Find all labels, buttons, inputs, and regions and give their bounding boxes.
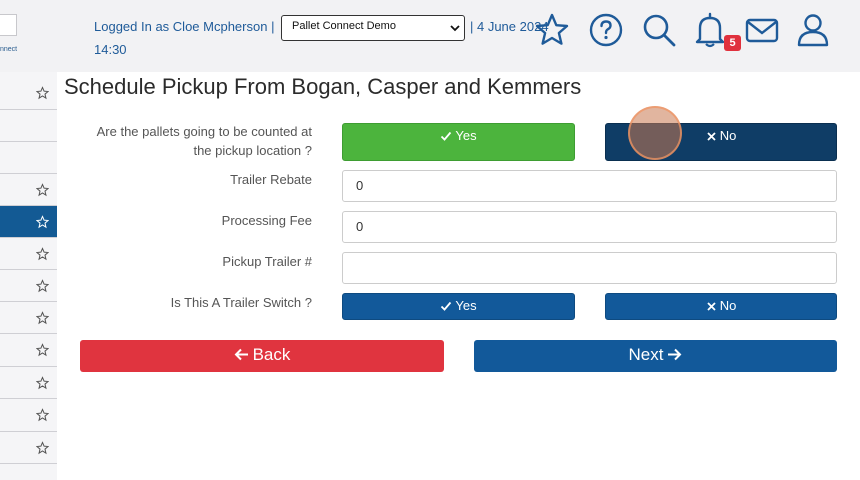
company-selected-value: Pallet Connect Demo bbox=[292, 20, 396, 32]
logged-in-text: Logged In as Cloe Mcpherson | bbox=[94, 19, 274, 34]
page-title: Schedule Pickup From Bogan, Casper and K… bbox=[64, 74, 582, 99]
header-separator: | bbox=[271, 19, 275, 34]
search-button[interactable] bbox=[641, 12, 677, 48]
company-select[interactable]: Pallet Connect Demo bbox=[281, 15, 465, 41]
top-header: nnect Logged In as Cloe Mcpherson | 14:3… bbox=[0, 0, 860, 72]
counted-label-line2: the pickup location ? bbox=[193, 143, 312, 158]
trailer-switch-yes-label: Yes bbox=[455, 298, 477, 313]
trailer-rebate-input[interactable]: 0 bbox=[342, 170, 837, 202]
logged-in-user: Logged In as Cloe Mcpherson bbox=[94, 19, 268, 34]
check-icon bbox=[441, 131, 452, 141]
bell-icon bbox=[695, 12, 725, 48]
star-icon[interactable] bbox=[36, 247, 49, 260]
arrow-left-icon bbox=[234, 348, 248, 361]
sidebar-item[interactable] bbox=[0, 142, 57, 174]
notifications-button[interactable] bbox=[692, 12, 728, 48]
sidebar-item[interactable] bbox=[0, 399, 57, 432]
logo-fragment[interactable] bbox=[0, 14, 17, 36]
star-icon[interactable] bbox=[36, 86, 49, 99]
mail-icon bbox=[745, 18, 779, 43]
sidebar-item[interactable] bbox=[0, 367, 57, 399]
check-icon bbox=[441, 301, 452, 311]
star-icon[interactable] bbox=[36, 311, 49, 324]
messages-button[interactable] bbox=[744, 12, 780, 48]
trailer-switch-no-label: No bbox=[719, 298, 737, 313]
sidebar-item[interactable] bbox=[0, 432, 57, 464]
close-icon bbox=[707, 132, 716, 141]
sidebar-item[interactable] bbox=[0, 174, 57, 206]
trailer-switch-yes-button[interactable]: Yes bbox=[342, 293, 575, 320]
star-icon[interactable] bbox=[36, 279, 49, 292]
trailer-switch-label: Is This A Trailer Switch ? bbox=[170, 295, 312, 310]
back-label: Back bbox=[252, 345, 291, 364]
user-profile-button[interactable] bbox=[795, 12, 831, 48]
star-icon[interactable] bbox=[36, 343, 49, 357]
counted-question-label: Are the pallets going to be counted at t… bbox=[97, 122, 312, 160]
processing-fee-label: Processing Fee bbox=[221, 213, 312, 228]
help-button[interactable] bbox=[588, 12, 624, 48]
trailer-switch-no-button[interactable]: No bbox=[605, 293, 837, 320]
click-indicator bbox=[628, 106, 682, 160]
sidebar-item[interactable] bbox=[0, 464, 57, 480]
logo-text: nnect bbox=[0, 46, 18, 53]
chevron-down-icon bbox=[450, 25, 460, 32]
pickup-trailer-input[interactable] bbox=[342, 252, 837, 284]
star-icon[interactable] bbox=[36, 376, 49, 389]
favorites-button[interactable] bbox=[534, 12, 570, 48]
counted-yes-label: Yes bbox=[455, 128, 477, 143]
star-icon[interactable] bbox=[36, 215, 49, 228]
current-date: | 4 June 2024 bbox=[470, 19, 549, 34]
counted-yes-button[interactable]: Yes bbox=[342, 123, 575, 161]
next-button[interactable]: Next bbox=[474, 340, 837, 372]
counted-label-line1: Are the pallets going to be counted at bbox=[96, 124, 312, 139]
pickup-trailer-label: Pickup Trailer # bbox=[222, 254, 312, 269]
sidebar bbox=[0, 72, 57, 480]
arrow-right-icon bbox=[668, 348, 682, 361]
sidebar-item[interactable] bbox=[0, 76, 57, 110]
sidebar-item[interactable] bbox=[0, 238, 57, 270]
trailer-rebate-label: Trailer Rebate bbox=[230, 172, 312, 187]
search-icon bbox=[643, 14, 676, 47]
current-time: 14:30 bbox=[94, 42, 127, 57]
sidebar-item[interactable] bbox=[0, 302, 57, 334]
close-icon bbox=[707, 302, 716, 311]
back-button[interactable]: Back bbox=[80, 340, 444, 372]
notification-count-badge: 5 bbox=[724, 35, 741, 51]
star-icon[interactable] bbox=[36, 183, 49, 196]
help-icon bbox=[589, 13, 623, 47]
star-icon[interactable] bbox=[36, 441, 49, 454]
sidebar-item-active[interactable] bbox=[0, 206, 57, 238]
star-icon bbox=[535, 13, 569, 45]
processing-fee-input[interactable]: 0 bbox=[342, 211, 837, 243]
sidebar-item[interactable] bbox=[0, 110, 57, 142]
sidebar-item[interactable] bbox=[0, 334, 57, 367]
sidebar-item[interactable] bbox=[0, 270, 57, 302]
counted-no-label: No bbox=[719, 128, 737, 143]
star-icon[interactable] bbox=[36, 408, 49, 422]
next-label: Next bbox=[628, 345, 664, 364]
user-icon bbox=[797, 14, 829, 47]
